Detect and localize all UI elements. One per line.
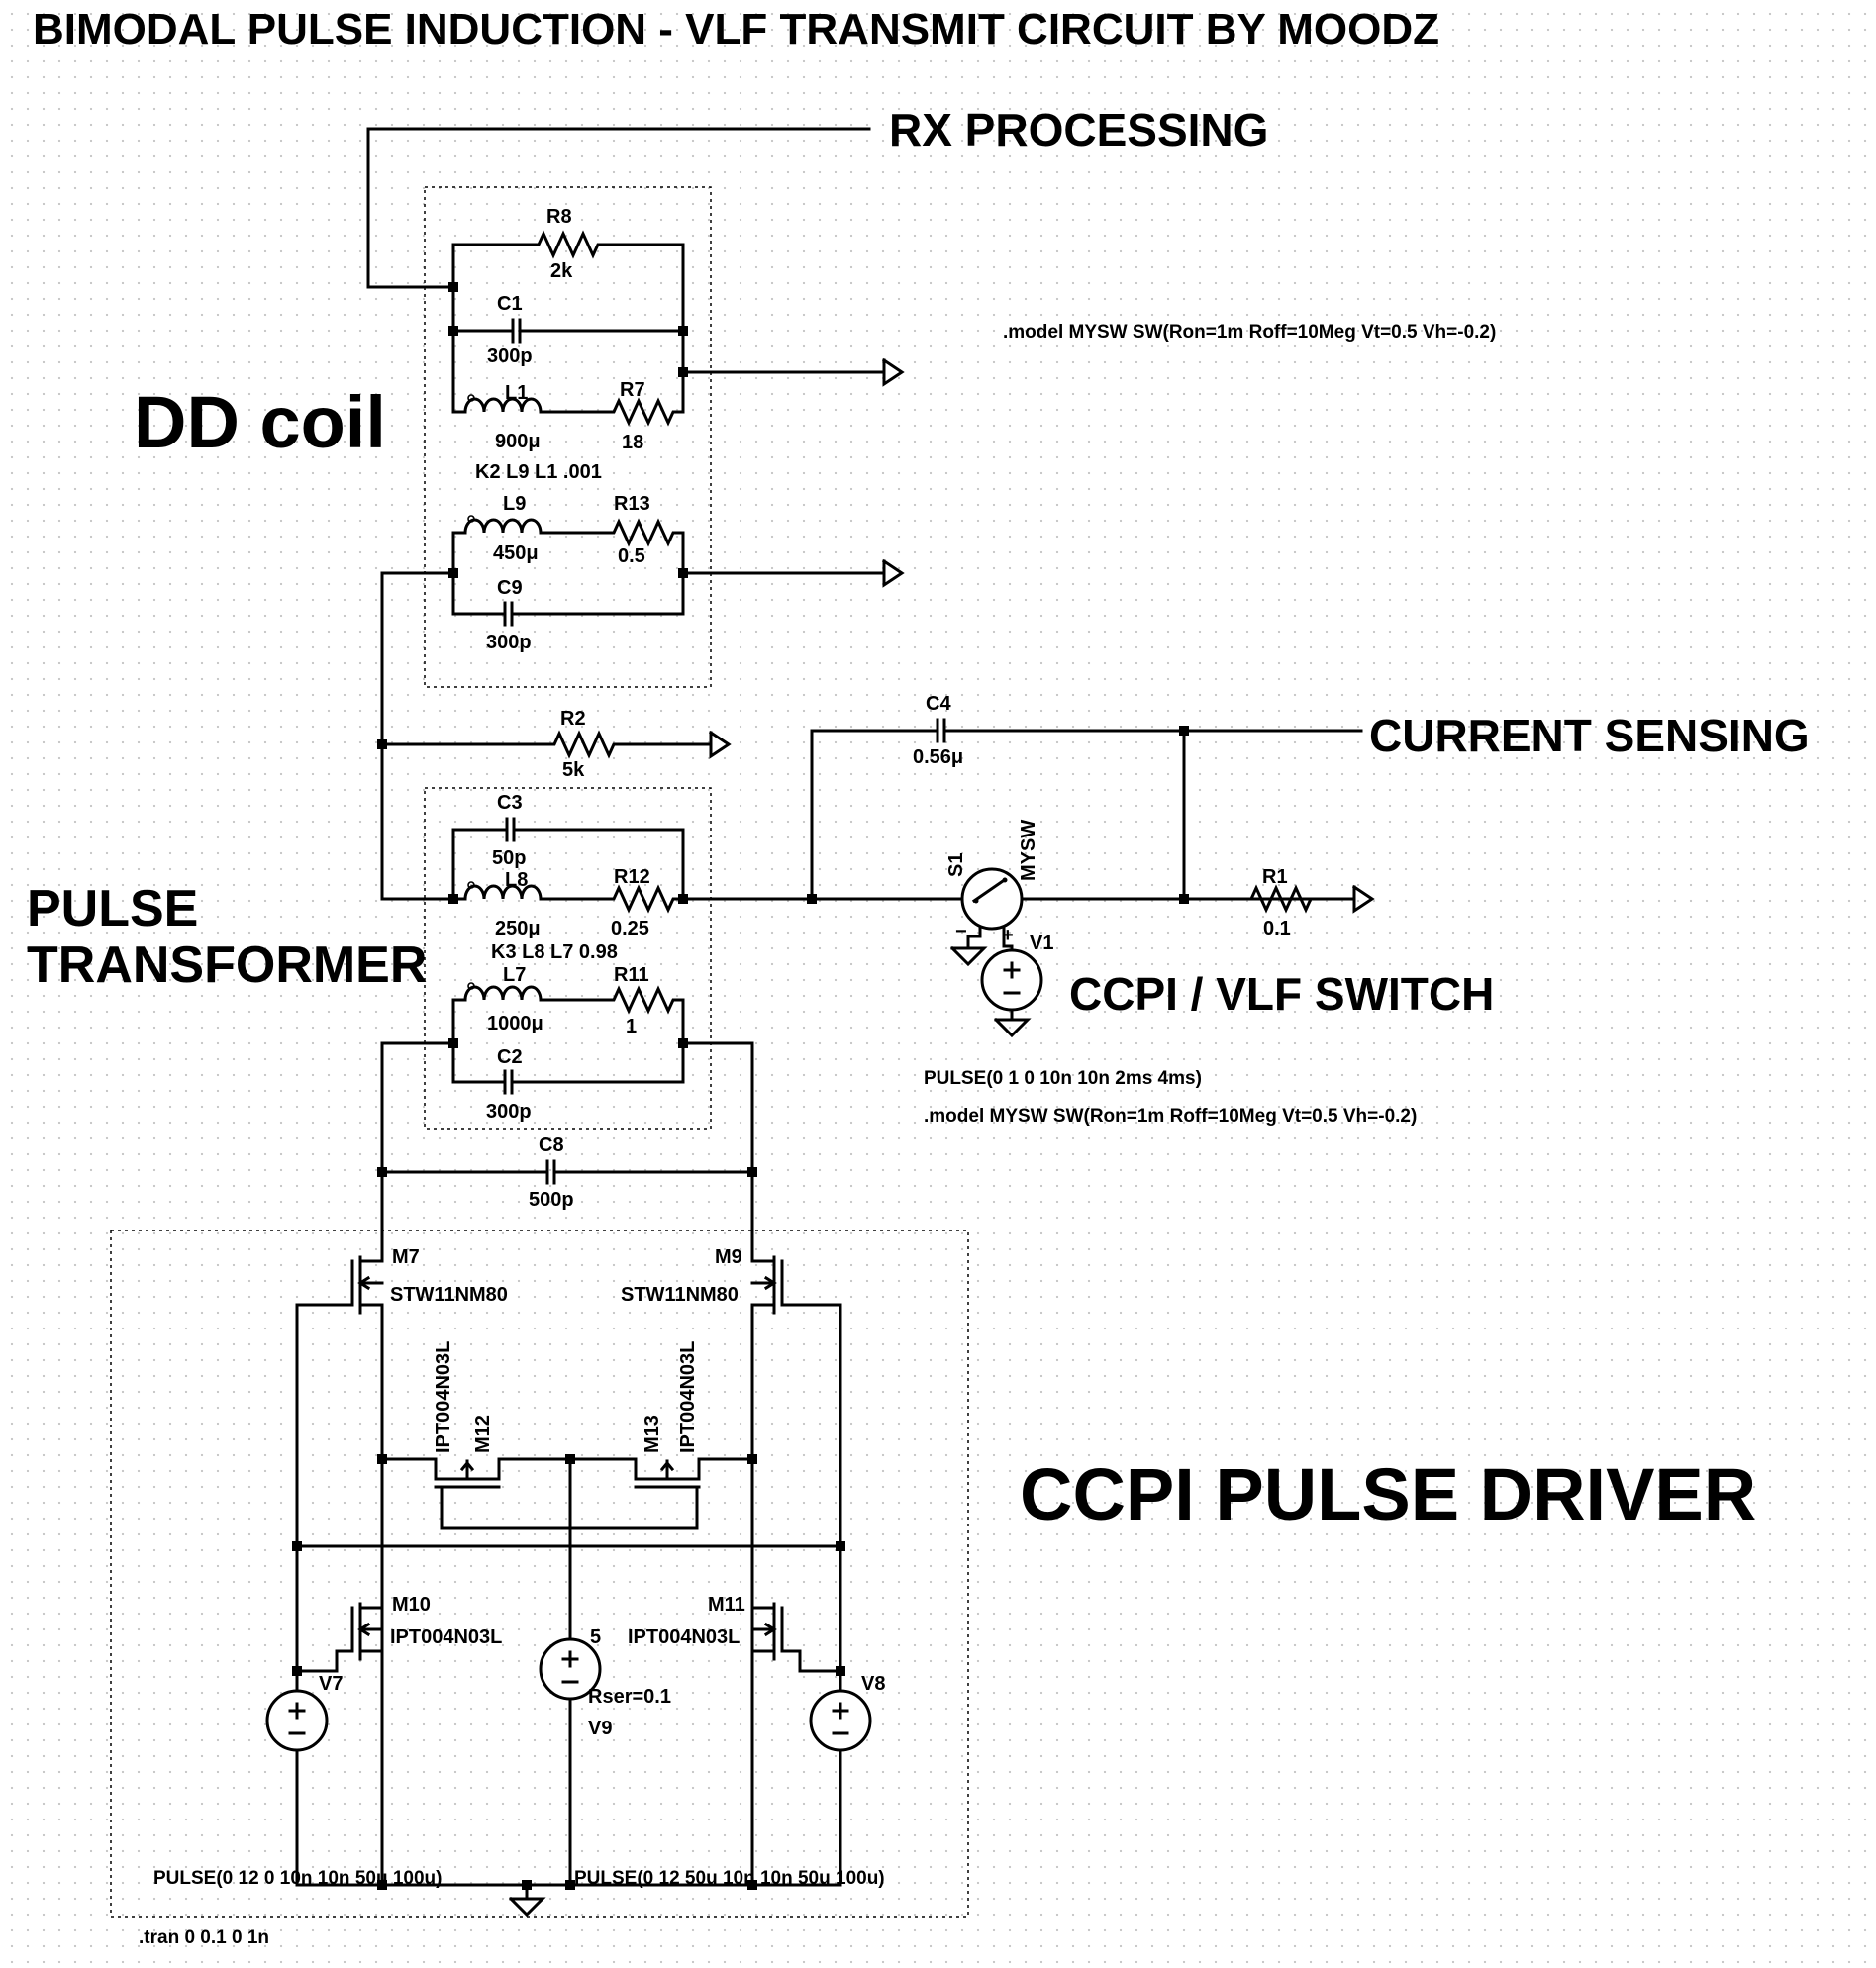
k3-coupling: K3 L8 L7 0.98 — [491, 941, 618, 963]
current-sensing-label: CURRENT SENSING — [1369, 710, 1810, 761]
m7-ref: M7 — [392, 1246, 420, 1268]
l7-value: 1000μ — [487, 1013, 543, 1034]
dd-coil-box — [424, 186, 712, 688]
m13-value: IPT004N03L — [677, 1341, 699, 1453]
c3-value: 50p — [492, 847, 526, 869]
m11-value: IPT004N03L — [628, 1626, 740, 1648]
r2-ref: R2 — [560, 708, 586, 730]
r13-ref: R13 — [614, 493, 650, 515]
ccpi-vlf-switch-label: CCPI / VLF SWITCH — [1069, 968, 1494, 1020]
r11-value: 1 — [626, 1016, 637, 1037]
m11-ref: M11 — [708, 1594, 745, 1616]
m12-ref: M12 — [472, 1415, 494, 1453]
l8-ref: L8 — [505, 869, 528, 891]
page-title: BIMODAL PULSE INDUCTION - VLF TRANSMIT C… — [33, 5, 1439, 53]
pulse-transformer-label-1: PULSE — [27, 880, 198, 937]
pulse-driver-box — [110, 1230, 969, 1918]
m10-value: IPT004N03L — [390, 1626, 502, 1648]
r7-value: 18 — [622, 432, 643, 453]
r13-value: 0.5 — [618, 545, 645, 567]
v1-pulse-directive: PULSE(0 1 0 10n 10n 2ms 4ms) — [924, 1068, 1202, 1089]
r11-ref: R11 — [614, 964, 649, 986]
s1-plus: + — [1002, 925, 1014, 946]
m12-value: IPT004N03L — [433, 1341, 454, 1453]
s1-ref: S1 — [945, 853, 967, 877]
model-directive-top: .model MYSW SW(Ron=1m Roff=10Meg Vt=0.5 … — [1003, 322, 1496, 343]
l7-ref: L7 — [503, 964, 526, 986]
s1-minus: − — [955, 921, 967, 942]
v7-ref: V7 — [319, 1673, 343, 1695]
m9-ref: M9 — [715, 1246, 742, 1268]
c8-ref: C8 — [539, 1134, 564, 1156]
r1-value: 0.1 — [1263, 918, 1291, 939]
m13-ref: M13 — [642, 1415, 663, 1453]
l9-ref: L9 — [503, 493, 526, 515]
rx-processing-label: RX PROCESSING — [889, 104, 1268, 155]
v9-rser: Rser=0.1 — [588, 1686, 671, 1708]
c8-value: 500p — [529, 1189, 574, 1211]
r12-value: 0.25 — [611, 918, 649, 939]
r8-value: 2k — [550, 260, 573, 282]
m9-value: STW11NM80 — [621, 1284, 739, 1306]
v9-ref: V9 — [588, 1718, 612, 1739]
c1-value: 300p — [487, 345, 533, 367]
c4-ref: C4 — [926, 693, 951, 715]
r2-value: 5k — [562, 759, 585, 781]
r12-ref: R12 — [614, 866, 650, 888]
l1-ref: L1 — [505, 382, 528, 404]
r7-ref: R7 — [620, 379, 645, 401]
tran-directive: .tran 0 0.1 0 1n — [139, 1927, 269, 1948]
model-directive-mid: .model MYSW SW(Ron=1m Roff=10Meg Vt=0.5 … — [924, 1106, 1417, 1127]
m10-ref: M10 — [392, 1594, 431, 1616]
c9-value: 300p — [486, 632, 532, 653]
dd-coil-label: DD coil — [134, 381, 386, 463]
pulse-transformer-box — [424, 787, 712, 1130]
c2-value: 300p — [486, 1101, 532, 1123]
c3-ref: C3 — [497, 792, 523, 814]
c4-value: 0.56μ — [913, 746, 963, 768]
c1-ref: C1 — [497, 293, 523, 315]
r1-ref: R1 — [1262, 866, 1288, 888]
c2-ref: C2 — [497, 1046, 523, 1068]
m7-value: STW11NM80 — [390, 1284, 508, 1306]
junctions — [292, 282, 1189, 1890]
c9-ref: C9 — [497, 577, 523, 599]
k2-coupling: K2 L9 L1 .001 — [475, 461, 602, 483]
l1-value: 900μ — [495, 431, 541, 452]
r8-ref: R8 — [546, 206, 572, 228]
v8-ref: V8 — [861, 1673, 885, 1695]
l9-value: 450μ — [493, 542, 539, 564]
pulse-transformer-label-2: TRANSFORMER — [27, 936, 427, 994]
v9-value: 5 — [590, 1626, 601, 1648]
s1-model: MYSW — [1018, 820, 1039, 881]
v1-ref: V1 — [1030, 933, 1053, 954]
l8-value: 250μ — [495, 918, 541, 939]
ccpi-pulse-driver-label: CCPI PULSE DRIVER — [1020, 1453, 1756, 1535]
